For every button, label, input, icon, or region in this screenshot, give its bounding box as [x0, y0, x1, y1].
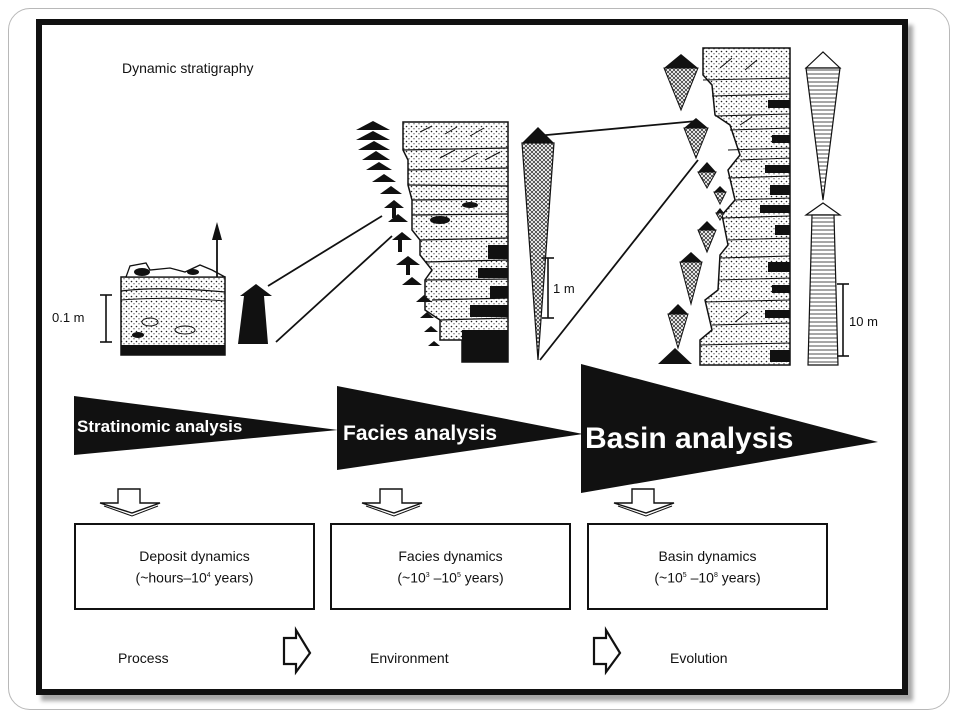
basin-trend-symbol [804, 51, 842, 366]
facies-trend-triangle [521, 127, 555, 361]
connector-lines [267, 120, 699, 361]
facies-dynamics-name: Facies dynamics [398, 548, 503, 564]
down-arrow-1 [99, 488, 161, 517]
down-arrow-3 [613, 488, 675, 517]
scale-bar-small [100, 294, 112, 343]
scale-bar-medium [542, 257, 554, 319]
basin-dynamics-range: (~105 –108 years) [654, 569, 761, 586]
facies-cycle-symbols [356, 121, 440, 346]
deposit-dynamics-range: (~hours–104 years) [135, 569, 254, 586]
cycle-symbol-small [238, 284, 272, 344]
basin-cycle-symbols [658, 54, 727, 364]
scale-label-medium: 1 m [553, 281, 575, 296]
facies-analysis-label: Facies analysis [343, 422, 498, 445]
basin-dynamics-name: Basin dynamics [658, 548, 757, 564]
down-arrow-2 [361, 488, 423, 517]
evolution-label: Evolution [670, 650, 728, 666]
scale-label-large: 10 m [849, 314, 878, 329]
basin-column-sketch [699, 47, 791, 366]
process-label: Process [118, 650, 169, 666]
facies-wedge [337, 386, 583, 470]
stratinomic-analysis-label: Stratinomic analysis [77, 417, 243, 436]
basin-analysis-label: Basin analysis [585, 422, 794, 455]
right-arrow-2 [592, 626, 622, 676]
stratinomic-wedge [74, 396, 338, 455]
deposit-block-sketch [120, 222, 226, 356]
scale-label-small: 0.1 m [52, 310, 85, 325]
deposit-dynamics-box: Deposit dynamics (~hours–104 years) [74, 523, 315, 610]
scale-bar-large [837, 283, 849, 357]
deposit-dynamics-name: Deposit dynamics [139, 548, 250, 564]
basin-dynamics-box: Basin dynamics (~105 –108 years) [587, 523, 828, 610]
basin-wedge [581, 364, 878, 493]
facies-dynamics-box: Facies dynamics (~103 –105 years) [330, 523, 571, 610]
facies-dynamics-range: (~103 –105 years) [397, 569, 504, 586]
right-arrow-1 [282, 626, 312, 676]
facies-column-sketch [402, 121, 509, 363]
environment-label: Environment [370, 650, 449, 666]
diagram-title: Dynamic stratigraphy [122, 60, 254, 76]
